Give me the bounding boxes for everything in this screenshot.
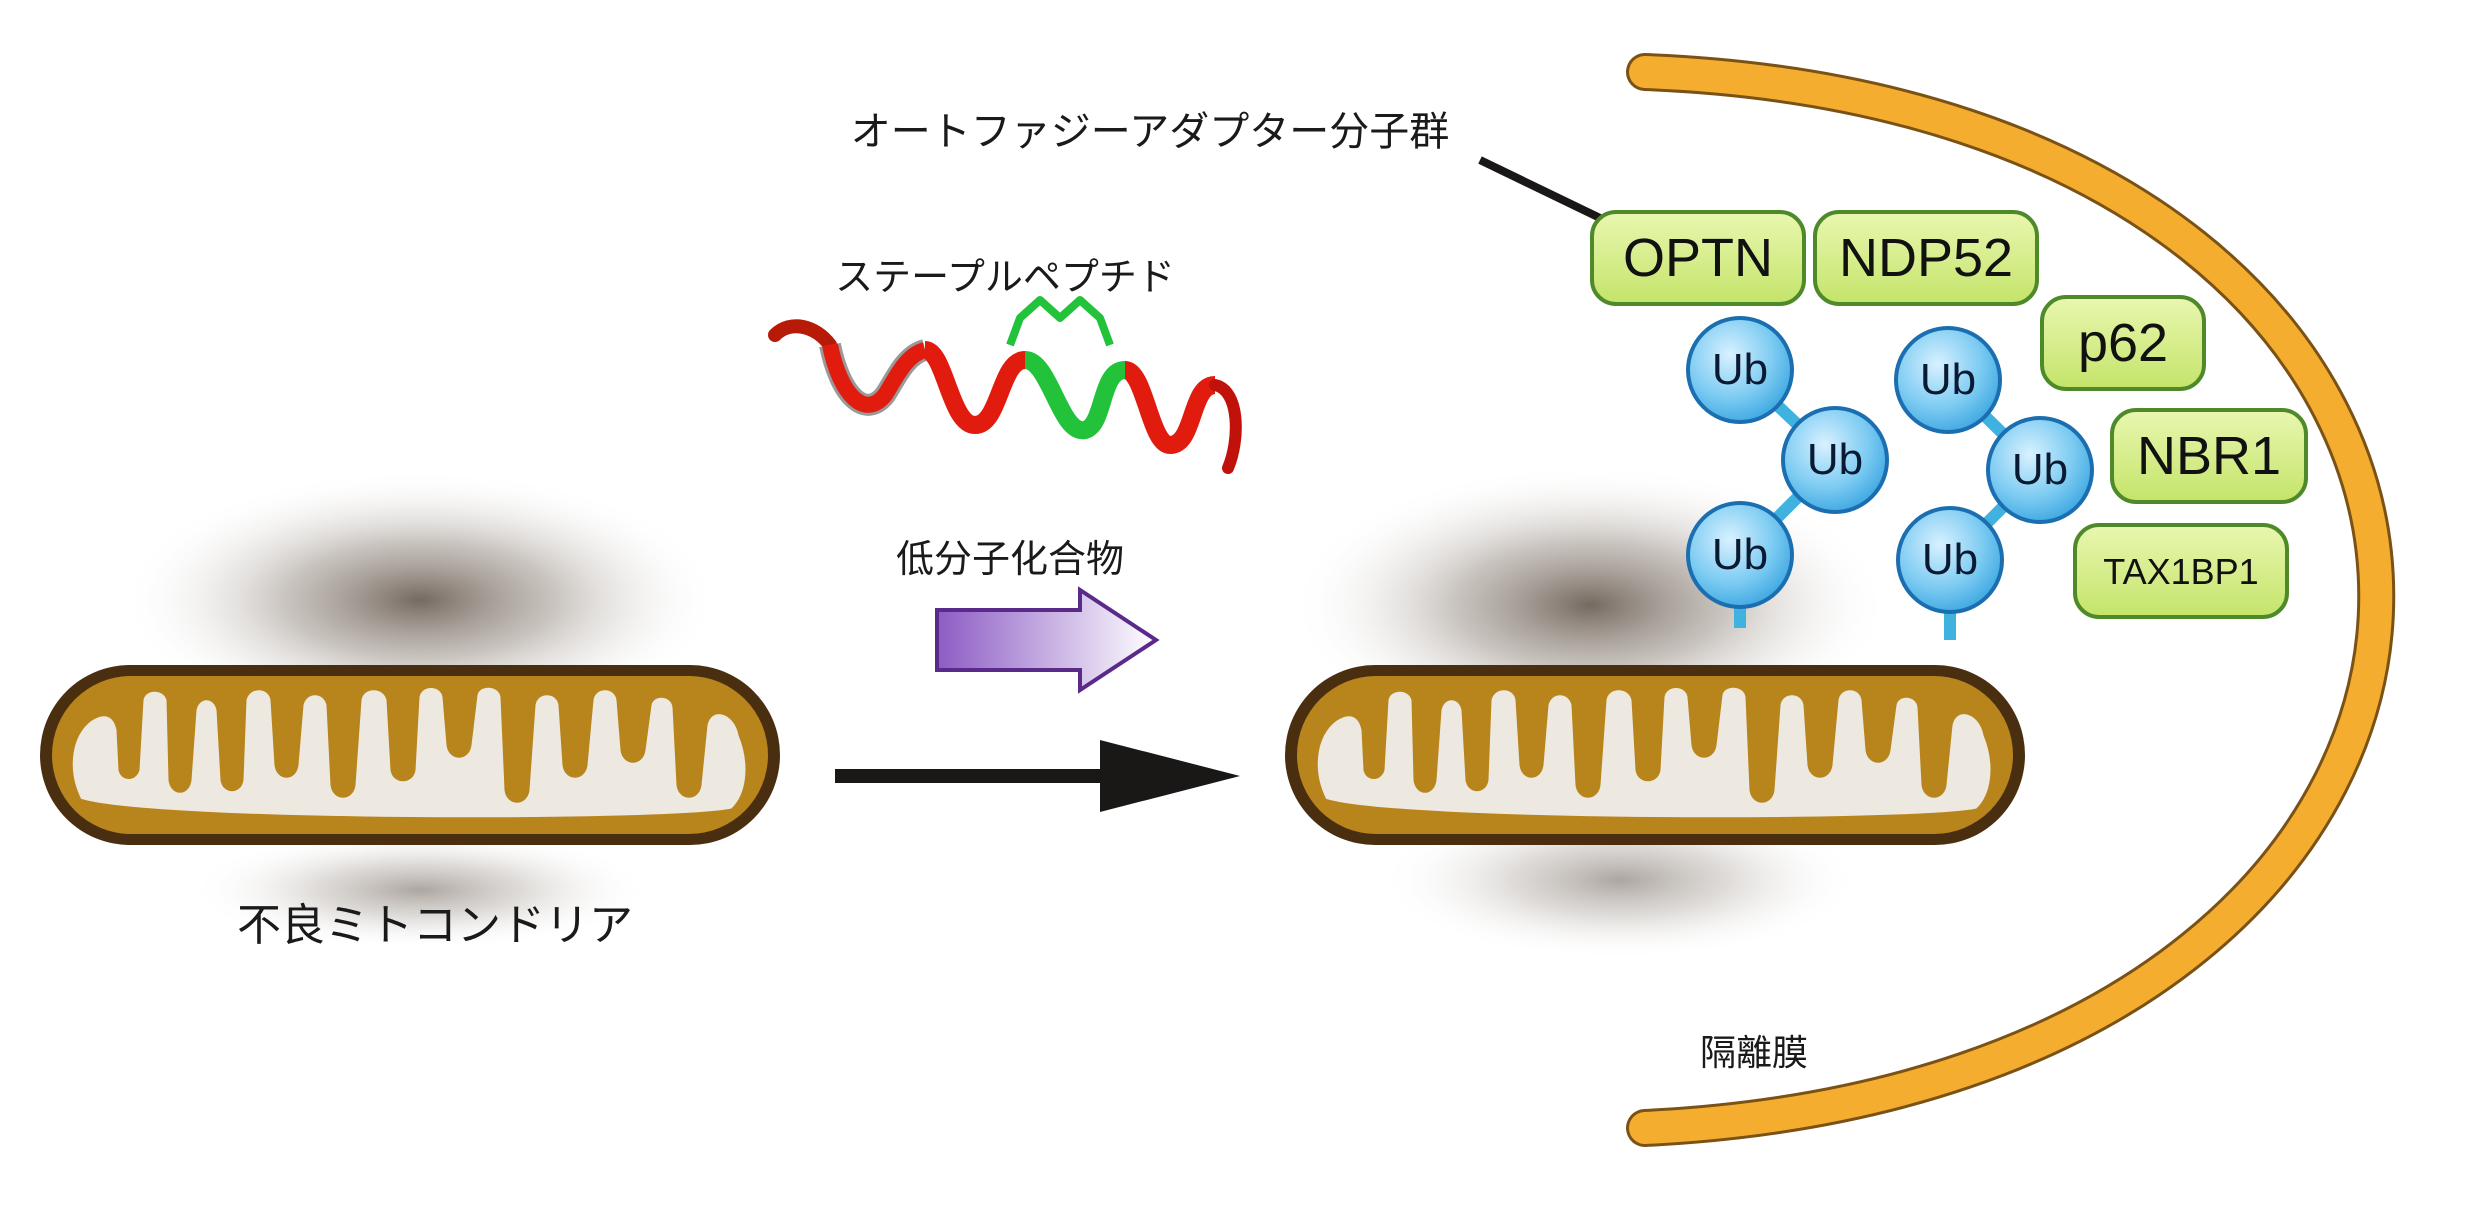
ub-label: Ub <box>1922 535 1978 584</box>
adaptor-label: TAX1BP1 <box>2103 551 2258 592</box>
isolation-membrane <box>1629 56 2393 1144</box>
ub-label: Ub <box>1807 435 1863 484</box>
adaptor-label: p62 <box>2078 313 2168 373</box>
adaptor-label: OPTN <box>1623 228 1773 288</box>
mitochondrion-right <box>1283 663 2027 847</box>
adaptor-box-nbr1: NBR1 <box>2110 408 2308 504</box>
defective-mitochondria-label: 不良ミトコンドリア <box>237 900 633 951</box>
ubiquitin-chain-left: Ub Ub Ub <box>1686 316 1889 628</box>
stapled-peptide-helix <box>768 296 1242 474</box>
ub-label: Ub <box>1920 355 1976 404</box>
adaptor-box-optn: OPTN <box>1590 210 1806 306</box>
ub-label: Ub <box>1712 530 1768 579</box>
adaptor-label: NDP52 <box>1839 228 2013 288</box>
adaptor-box-ndp52: NDP52 <box>1813 210 2039 306</box>
ubiquitin-chain-right: Ub Ub Ub <box>1894 326 2094 640</box>
ub-label: Ub <box>1712 345 1768 394</box>
main-arrow-head <box>1100 740 1240 812</box>
mitochondrion-left <box>38 663 782 847</box>
small-molecule-arrow <box>935 586 1160 694</box>
adaptor-label: NBR1 <box>2137 426 2281 486</box>
ub-label: Ub <box>2012 445 2068 494</box>
mitochondrion-left-shadow-bottom <box>190 830 650 950</box>
adaptor-pointer-line <box>1478 156 1602 222</box>
stapled-peptide-label: ステープルペプチド <box>835 255 1175 299</box>
isolation-membrane-label: 隔離膜 <box>1700 1033 1808 1074</box>
adaptor-group-label: オートファジーアダプター分子群 <box>851 109 1449 155</box>
adaptor-box-tax1bp1: TAX1BP1 <box>2073 523 2289 619</box>
adaptor-box-p62: p62 <box>2040 295 2206 391</box>
small-molecule-label: 低分子化合物 <box>896 537 1124 581</box>
